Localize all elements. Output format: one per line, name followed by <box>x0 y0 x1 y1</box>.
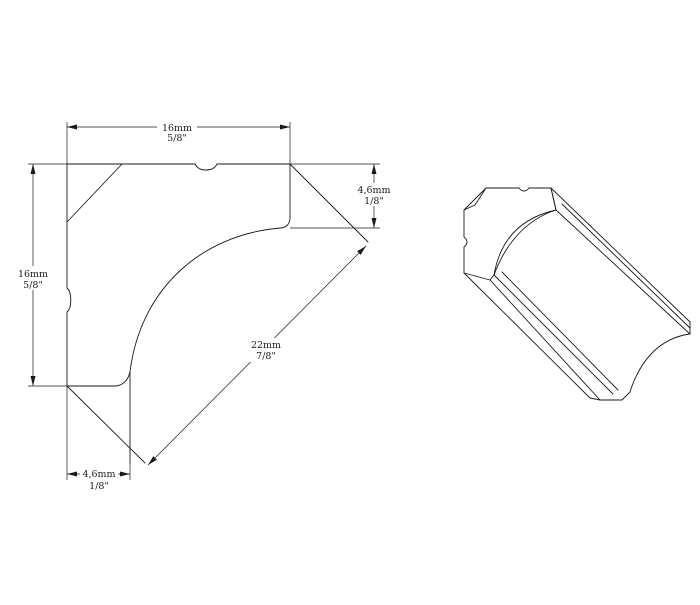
top-edge <box>550 187 691 323</box>
dimension-diagonal: 22mm 7/8" <box>147 245 367 466</box>
dimension-top-width: 16mm 5/8" <box>66 121 291 164</box>
arrowhead <box>67 471 77 477</box>
bottom-edge-inner <box>493 274 614 395</box>
bottom-edge <box>489 279 601 401</box>
top-edge-inner <box>555 209 691 335</box>
arrowhead <box>357 246 366 255</box>
arrowhead <box>371 218 377 228</box>
arrowhead <box>120 471 130 477</box>
arrowhead <box>30 376 36 386</box>
molding-isometric-view <box>463 187 691 401</box>
chamfer-bottom-left <box>66 385 146 464</box>
arrowhead <box>148 456 157 465</box>
arrowhead <box>371 164 377 174</box>
left-height-metric-label: 16mm <box>18 269 48 280</box>
bottom-offset-metric-label: 4,6mm <box>82 469 115 480</box>
right-offset-imperial-label: 1/8" <box>364 196 384 207</box>
chamfer-top-left <box>66 163 123 223</box>
dimension-right-offset: 4,6mm 1/8" <box>290 163 392 229</box>
molding-cross-section <box>66 163 369 464</box>
front-face-outline <box>463 187 557 281</box>
chamfer-top-right <box>289 163 369 243</box>
arrowhead <box>67 124 77 130</box>
inner-cove <box>493 187 557 276</box>
arrowhead <box>30 164 36 174</box>
right-offset-metric-label: 4,6mm <box>357 185 390 196</box>
profile-outline <box>66 163 291 387</box>
top-edge-inner-2 <box>561 203 691 329</box>
arrowhead <box>280 124 290 130</box>
left-height-imperial-label: 5/8" <box>23 280 43 291</box>
dimension-bottom-offset: 4,6mm 1/8" <box>66 386 131 492</box>
bottom-edge-inner-2 <box>501 271 619 391</box>
bottom-offset-imperial-label: 1/8" <box>89 481 109 492</box>
diagonal-metric-label: 22mm <box>251 340 281 351</box>
top-width-metric-label: 16mm <box>162 123 192 134</box>
diagonal-imperial-label: 7/8" <box>256 351 276 362</box>
far-end-profile <box>589 321 691 401</box>
top-width-imperial-label: 5/8" <box>167 133 187 144</box>
dimension-left-height: 16mm 5/8" <box>15 163 67 387</box>
